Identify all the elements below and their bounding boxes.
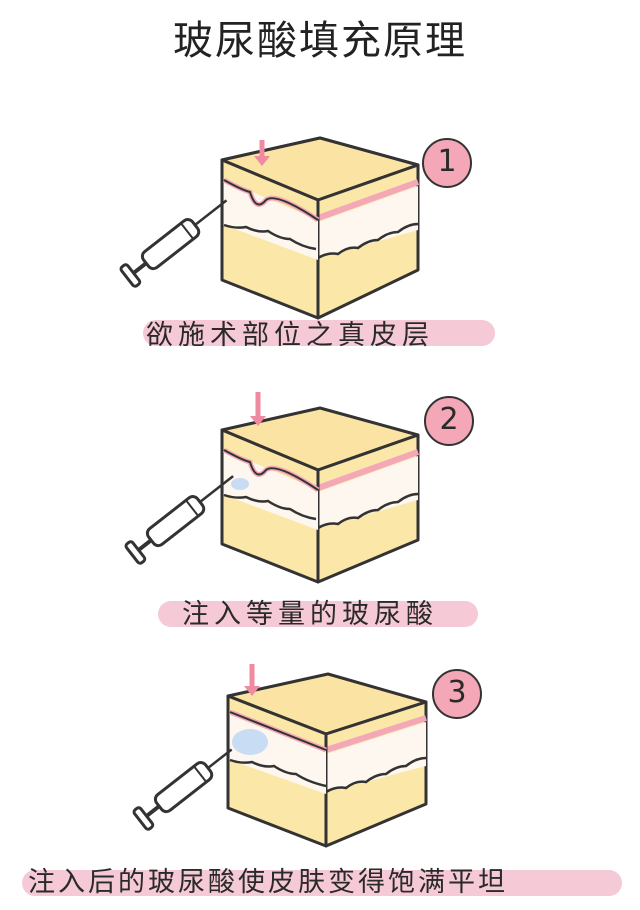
step-badge	[432, 669, 482, 719]
arrow-down-icon	[254, 140, 270, 166]
page-title: 玻尿酸填充原理	[173, 18, 467, 64]
skin-cube-illustration	[132, 664, 482, 848]
step-caption: 注入后的玻尿酸使皮肤变得饱满平坦	[28, 867, 508, 898]
step-3: 3 注入后的玻尿酸使皮肤变得饱满平坦	[0, 660, 640, 910]
step-caption: 注入等量的玻尿酸	[182, 599, 438, 630]
step-1: 1 欲施术部位之真皮层	[0, 130, 640, 360]
arrow-down-icon	[244, 664, 260, 696]
step-number: 2	[439, 402, 459, 437]
caption-highlight	[158, 601, 478, 627]
step-2: 2 注入等量的玻尿酸	[0, 392, 640, 632]
step-caption: 欲施术部位之真皮层	[146, 320, 434, 351]
skin-cube-illustration	[124, 392, 474, 584]
step-badge	[422, 138, 472, 188]
syringe-icon	[119, 199, 228, 288]
syringe-icon	[124, 475, 234, 565]
step-number: 3	[447, 675, 467, 710]
syringe-icon	[132, 748, 233, 831]
skin-cube-illustration	[119, 136, 472, 320]
step-number: 1	[437, 144, 457, 179]
caption-highlight	[143, 320, 495, 346]
caption-highlight	[22, 870, 622, 896]
step-badge	[424, 396, 474, 446]
arrow-down-icon	[250, 392, 266, 426]
